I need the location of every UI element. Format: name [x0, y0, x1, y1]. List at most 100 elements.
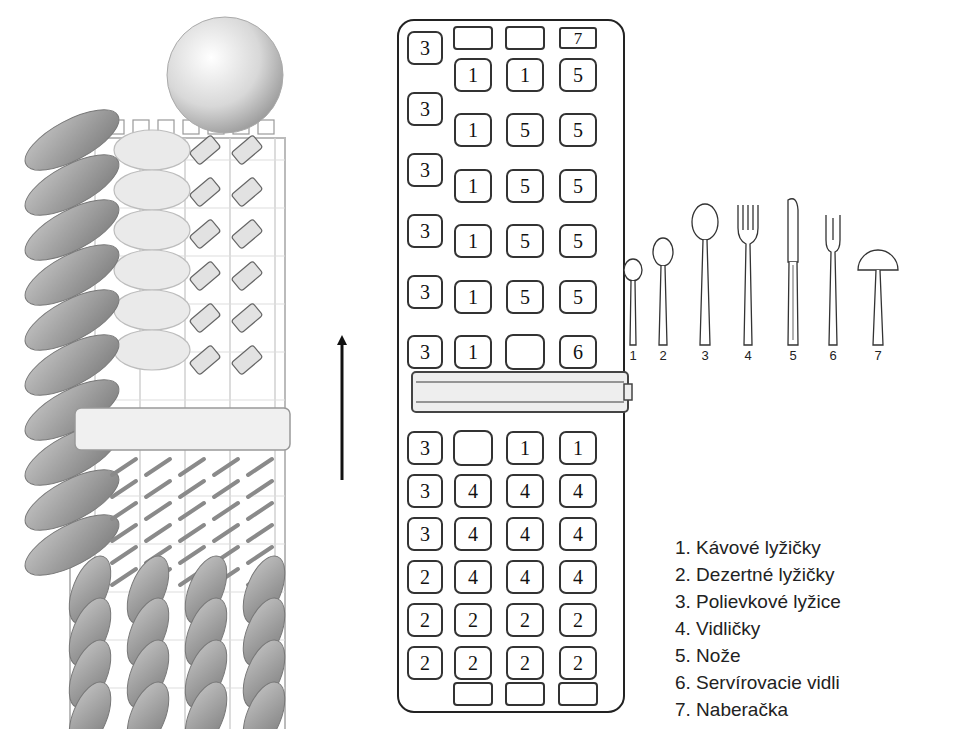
tray-slot: 4	[454, 560, 492, 594]
tray-cap-slot: 7	[559, 27, 597, 49]
empty-slot	[454, 27, 492, 49]
empty-slot	[454, 683, 492, 705]
tray-slot: 5	[559, 58, 597, 92]
slot-number: 5	[573, 287, 583, 307]
tray-slot: 6	[559, 335, 597, 369]
slot-number: 6	[573, 342, 583, 362]
icon-number: 6	[829, 349, 836, 363]
legend-line: 4. Vidličky	[675, 619, 760, 640]
slot-number: 5	[520, 120, 530, 140]
tray-slot: 5	[559, 224, 597, 258]
tray-slot: 1	[454, 113, 492, 147]
tray-slot: 5	[506, 113, 544, 147]
empty-slot	[506, 335, 544, 369]
slot-number: 5	[573, 65, 583, 85]
dish-rack	[17, 17, 294, 729]
slot-number: 1	[468, 231, 478, 251]
tray-slot: 1	[454, 58, 492, 92]
tray-slot: 4	[454, 517, 492, 551]
cutlery-icons	[624, 199, 898, 345]
legend-line: 3. Polievkové lyžice	[675, 592, 841, 613]
tray-slot: 4	[559, 517, 597, 551]
slot-number: 1	[573, 438, 583, 458]
slot-number: 3	[420, 342, 430, 362]
icon-number: 5	[789, 349, 796, 363]
slot-number: 2	[520, 610, 530, 630]
slot-number: 2	[420, 567, 430, 587]
slot-number: 5	[520, 287, 530, 307]
tray-slot: 4	[559, 474, 597, 508]
slot-number: 4	[468, 567, 478, 587]
slot-number: 3	[420, 38, 430, 58]
icon-number: 3	[701, 349, 708, 363]
slot-number: 4	[520, 481, 530, 501]
empty-slot	[559, 683, 597, 705]
tray-slot: 1	[454, 169, 492, 203]
tray-slot: 1	[454, 335, 492, 369]
slot-number: 2	[573, 610, 583, 630]
slot-number: 3	[420, 221, 430, 241]
tray-slot: 3	[407, 214, 443, 248]
slot-number: 2	[420, 653, 430, 673]
legend-line: 5. Nože	[675, 646, 740, 667]
tray-slot: 5	[559, 113, 597, 147]
slot-number: 5	[573, 176, 583, 196]
slot-number: 1	[468, 120, 478, 140]
tray-slot: 4	[506, 474, 544, 508]
slot-number: 4	[520, 567, 530, 587]
slot-number: 1	[520, 438, 530, 458]
tray-slot: 5	[559, 169, 597, 203]
tray-slot: 1	[506, 58, 544, 92]
tray-slot: 1	[454, 280, 492, 314]
tray-slot: 2	[454, 603, 492, 637]
slot-number: 5	[520, 176, 530, 196]
slot-number: 5	[573, 231, 583, 251]
tray-slot: 1	[454, 224, 492, 258]
slot-number: 4	[573, 481, 583, 501]
slot-number: 2	[420, 610, 430, 630]
legend-line: 6. Servírovacie vidli	[675, 673, 840, 694]
empty-slot	[506, 27, 544, 49]
slot-number: 1	[468, 176, 478, 196]
tray-slot: 3	[407, 474, 443, 508]
legend-line: 2. Dezertné lyžičky	[675, 565, 834, 586]
empty-slot	[454, 431, 492, 465]
slot-number: 5	[520, 231, 530, 251]
icon-number: 1	[629, 349, 636, 363]
tray-slot: 2	[559, 646, 597, 680]
tray-slot: 4	[506, 517, 544, 551]
tray-slot: 4	[559, 560, 597, 594]
icon-number: 2	[659, 349, 666, 363]
icon-number: 7	[874, 349, 881, 363]
slot-number: 7	[574, 30, 583, 47]
tray-slot: 3	[407, 92, 443, 126]
slot-number: 1	[468, 342, 478, 362]
slot-number: 3	[420, 160, 430, 180]
icon-number: 4	[744, 349, 751, 363]
slot-number: 4	[520, 524, 530, 544]
slot-number: 3	[420, 524, 430, 544]
cutlery-tray	[398, 20, 624, 712]
slot-number: 1	[468, 65, 478, 85]
tray-slot: 2	[506, 646, 544, 680]
tray-slot: 3	[407, 335, 443, 369]
tray-slot: 2	[506, 603, 544, 637]
tray-slot: 1	[506, 431, 544, 465]
tray-slot: 2	[559, 603, 597, 637]
slot-number: 4	[573, 524, 583, 544]
direction-arrow	[341, 340, 344, 480]
slot-number: 2	[468, 610, 478, 630]
tray-slot: 3	[407, 31, 443, 65]
slot-number: 4	[573, 567, 583, 587]
empty-slot	[506, 683, 544, 705]
slot-number: 3	[420, 438, 430, 458]
tray-slot: 2	[407, 603, 443, 637]
slot-number: 5	[573, 120, 583, 140]
tray-slot: 5	[506, 224, 544, 258]
slot-number: 4	[468, 481, 478, 501]
legend-line: 1. Kávové lyžičky	[675, 538, 821, 559]
tray-slot: 5	[559, 280, 597, 314]
tray-slot: 2	[407, 646, 443, 680]
slot-number: 3	[420, 282, 430, 302]
